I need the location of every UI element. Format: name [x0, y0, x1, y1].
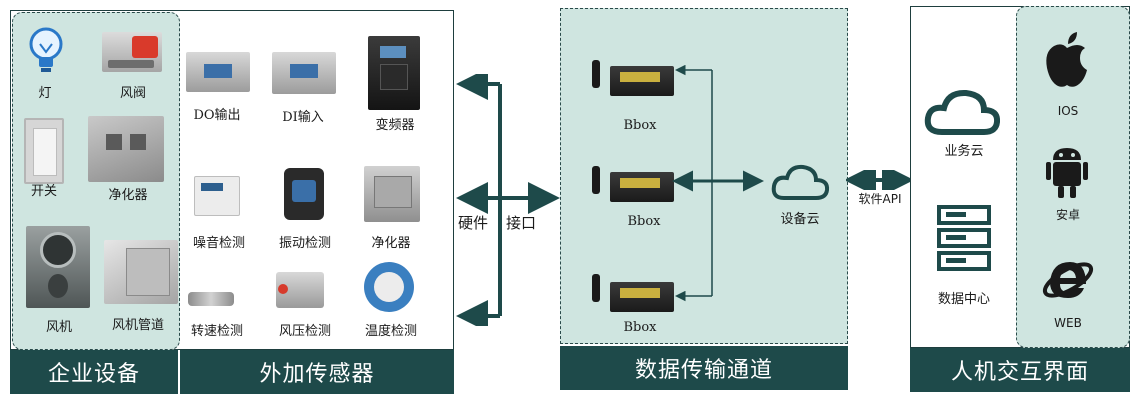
sensor-label-air-pressure: 风压检测 — [278, 324, 331, 339]
noise-sensor-image — [194, 176, 240, 216]
client-label-ios: IOS — [1057, 104, 1079, 118]
sensor-purifier-image — [364, 166, 420, 222]
bbox-antenna-3 — [592, 274, 600, 302]
band-transmission-channel: 数据传输通道 — [560, 346, 848, 390]
purifier-image — [88, 116, 164, 182]
bbox-antenna-1 — [592, 60, 600, 88]
transmission-channel-box — [560, 8, 848, 344]
client-label-web: WEB — [1054, 316, 1082, 330]
device-cloud-icon — [771, 164, 830, 200]
bbox-label-2: Bbox — [627, 214, 661, 229]
air-damper-image — [102, 32, 162, 72]
di-input-module-image — [272, 52, 336, 94]
bbox-connector-lines — [672, 64, 764, 302]
android-icon — [1046, 148, 1088, 198]
device-label-damper: 风阀 — [119, 86, 146, 101]
sensor-label-do: DO输出 — [193, 108, 241, 123]
device-label-fan: 风机 — [45, 320, 72, 335]
sensor-label-noise: 噪音检测 — [192, 236, 245, 251]
sensor-label-vibration: 振动检测 — [278, 236, 331, 251]
temperature-sensor-image — [364, 262, 414, 312]
band-hmi: 人机交互界面 — [910, 348, 1130, 392]
sensor-label-di: DI输入 — [282, 110, 324, 125]
hardware-interface-label-1: 硬件 — [458, 214, 489, 232]
sensor-label-speed: 转速检测 — [190, 324, 243, 339]
server-rack-icon — [937, 205, 991, 271]
internet-explorer-icon — [1042, 262, 1094, 298]
device-label-purifier: 净化器 — [108, 188, 148, 203]
sensor-label-temperature: 温度检测 — [364, 324, 417, 339]
data-center-label: 数据中心 — [937, 292, 990, 307]
hardware-interface-arrows — [456, 74, 560, 326]
bbox-label-3: Bbox — [623, 320, 657, 335]
business-cloud-label: 业务云 — [944, 144, 984, 159]
client-label-android: 安卓 — [1055, 208, 1080, 222]
fan-duct-image — [104, 240, 178, 304]
speed-sensor-image — [188, 292, 234, 306]
fan-image — [26, 226, 90, 308]
bbox-device-1-image — [610, 66, 674, 96]
device-label-light: 灯 — [38, 86, 52, 101]
sensor-label-purifier: 净化器 — [371, 236, 411, 251]
sensor-label-inverter: 变频器 — [375, 118, 415, 133]
device-label-fan-duct: 风机管道 — [111, 318, 164, 333]
band-extra-sensors: 外加传感器 — [180, 350, 454, 394]
bbox-label-1: Bbox — [623, 118, 657, 133]
switch-image — [24, 118, 64, 184]
bbox-antenna-2 — [592, 166, 600, 194]
software-api-arrow — [846, 170, 912, 190]
bbox-device-3-image — [610, 282, 674, 312]
apple-icon — [1046, 32, 1087, 87]
device-cloud-label: 设备云 — [780, 212, 820, 227]
bbox-device-2-image — [610, 172, 674, 202]
do-output-module-image — [186, 52, 250, 92]
vibration-sensor-image — [284, 168, 324, 220]
software-api-label: 软件API — [858, 192, 902, 206]
band-enterprise-devices: 企业设备 — [10, 350, 178, 394]
device-label-switch: 开关 — [30, 184, 57, 199]
light-bulb-icon — [29, 27, 63, 72]
business-cloud-icon — [924, 89, 1000, 135]
air-pressure-sensor-image — [276, 272, 324, 308]
inverter-image — [368, 36, 420, 110]
hardware-interface-label-2: 接口 — [506, 214, 537, 232]
